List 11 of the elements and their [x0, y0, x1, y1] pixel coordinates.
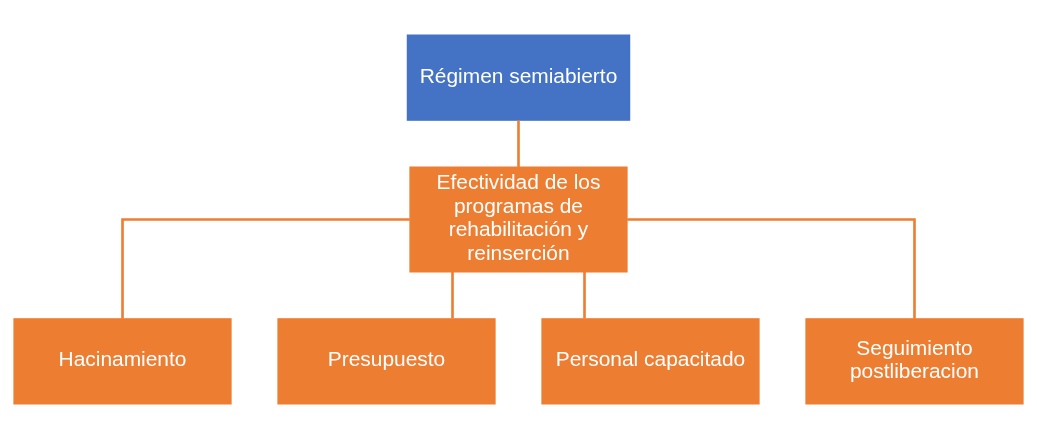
node-box: Personal capacitado — [541, 318, 760, 405]
connector — [517, 120, 520, 167]
connector — [583, 271, 586, 319]
connector — [627, 218, 916, 319]
connector — [121, 218, 410, 319]
connector — [451, 271, 454, 319]
node-box: Seguimiento postliberacion — [805, 318, 1024, 405]
node-box: Presupuesto — [277, 318, 496, 405]
node-box: Régimen semiabierto — [406, 34, 631, 121]
node-box: Efectividad de los programas de rehabilitación y reinserción — [409, 166, 628, 273]
node-box: Hacinamiento — [13, 318, 232, 405]
